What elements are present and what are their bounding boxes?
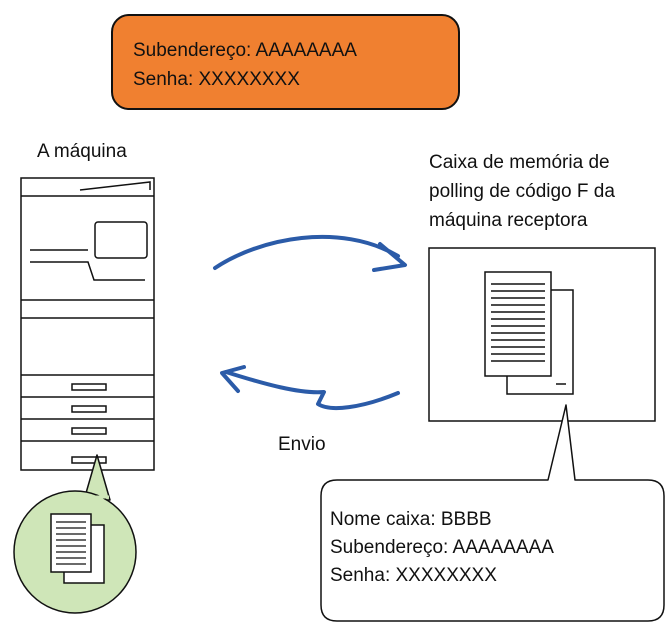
receiver-document-icon [484,271,574,395]
machine-label: A máquina [37,141,127,162]
receiver-label: Caixa de memória de polling de código F … [429,148,615,235]
receiver-label-line-3: máquina receptora [429,210,588,231]
subaddress-info-box: Subendereço: AAAAAAAA Senha: XXXXXXXX [111,14,460,110]
info-password-text: Senha: XXXXXXXX [133,69,300,90]
box-password-text: Senha: XXXXXXXX [330,565,497,586]
envio-arrow [220,365,400,410]
receiver-label-line-2: polling de código F da [429,181,615,202]
info-subaddress-text: Subendereço: AAAAAAAA [133,40,357,61]
box-info-callout [320,404,665,622]
box-subaddress-text: Subendereço: AAAAAAAA [330,537,554,558]
multifunction-machine [20,177,155,471]
receiver-label-line-1: Caixa de memória de [429,152,610,173]
send-request-arrow [213,234,407,272]
box-info-text: Nome caixa: BBBB Subendereço: AAAAAAAA S… [330,506,554,590]
envio-label: Envio [278,434,326,455]
box-name-text: Nome caixa: BBBB [330,509,492,530]
stored-document-icon [50,513,105,584]
